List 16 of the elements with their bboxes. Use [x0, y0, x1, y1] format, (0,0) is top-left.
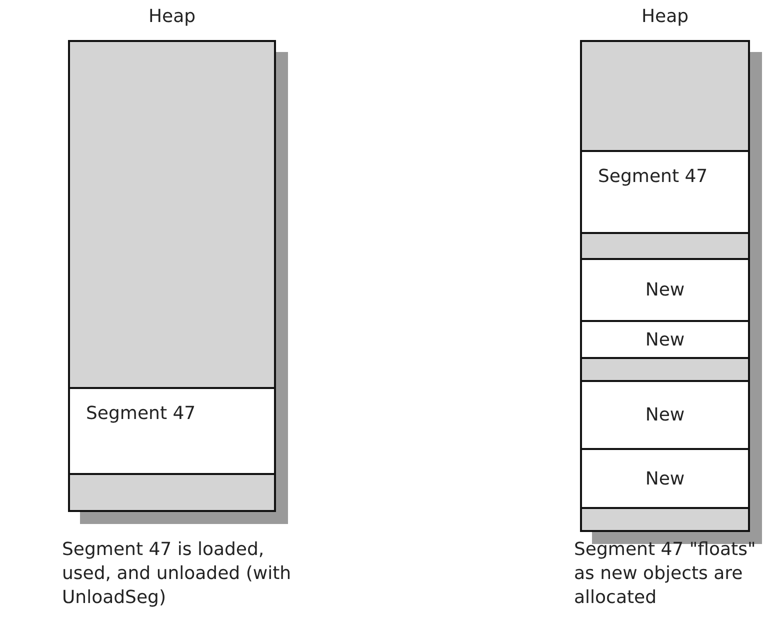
- free-space-block: [582, 357, 748, 380]
- free-space-block: [582, 42, 748, 150]
- free-space-block: [582, 507, 748, 530]
- heap-description: Segment 47 "floats" as new objects are allocated: [574, 538, 757, 610]
- heap-description: Segment 47 is loaded, used, and unloaded (with UnloadSeg): [62, 538, 292, 610]
- free-space-block: [70, 42, 274, 387]
- free-space-block: [582, 232, 748, 258]
- free-space-block: [70, 473, 274, 510]
- block-label: New: [644, 329, 686, 350]
- block-label: New: [644, 280, 686, 300]
- heap-label: Heap: [640, 6, 690, 27]
- block-label: Segment 47: [86, 403, 196, 425]
- block-label: New: [644, 468, 686, 489]
- heap-label: Heap: [147, 6, 197, 27]
- block-label: New: [644, 404, 686, 426]
- block-label: Segment 47: [598, 166, 708, 188]
